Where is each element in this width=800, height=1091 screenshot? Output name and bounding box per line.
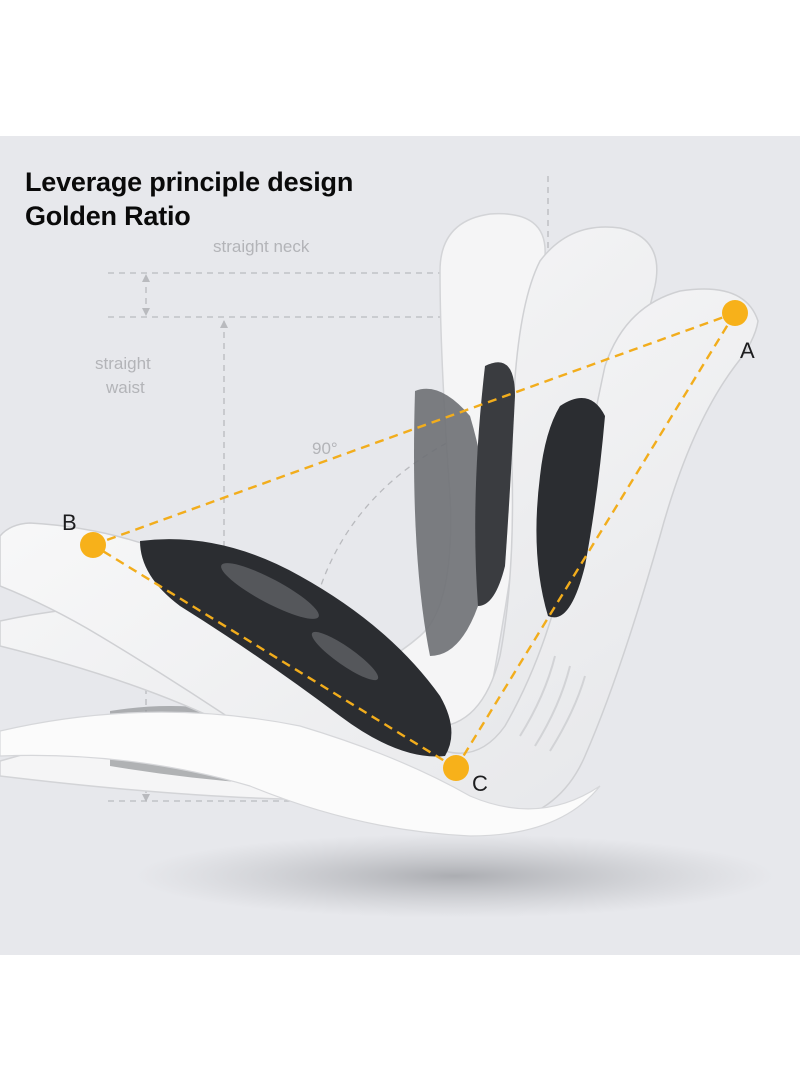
arrow-up-icon: [142, 274, 150, 282]
point-c-marker: [443, 755, 469, 781]
insole-front-arch-pad: [536, 398, 605, 618]
annotation-straight-waist-1: straight: [95, 354, 151, 373]
insole-back-pad: [414, 388, 488, 656]
triangle-edge-ba: [92, 311, 736, 547]
forefoot-ribs: [519, 655, 586, 752]
rib-line: [534, 665, 571, 747]
rib-line: [549, 675, 586, 752]
point-a-label: A: [740, 338, 755, 363]
golden-ratio-triangle: [92, 311, 737, 770]
arrow-down-icon: [142, 794, 150, 802]
triangle-edge-cb: [92, 543, 457, 770]
annotation-straight-neck: straight neck: [213, 237, 310, 256]
guide-arrow-marks: [142, 274, 228, 802]
annotation-90-degrees: 90°: [312, 439, 338, 458]
heel-pad-vent: [311, 631, 379, 681]
point-a-marker: [722, 300, 748, 326]
insole-middle-arch-pad: [475, 362, 515, 606]
annotation-straight-waist-2: waist: [105, 378, 145, 397]
insole-diagram: straight neck straight waist 90° st post: [0, 176, 775, 918]
point-c-label: C: [472, 771, 488, 796]
headline-line-2: Golden Ratio: [25, 201, 191, 231]
arrow-down-icon: [142, 308, 150, 316]
floor-shadow: [135, 834, 775, 918]
insole-front: [0, 288, 759, 837]
point-b-marker: [80, 532, 106, 558]
heel-pad-vent: [221, 563, 319, 619]
rib-line: [519, 655, 556, 737]
headline-line-1: Leverage principle design: [25, 167, 354, 197]
insole-front-rim: [0, 711, 601, 837]
insole-front-heel-pad: [140, 539, 452, 757]
arrow-up-icon: [220, 320, 228, 328]
diagram-panel: straight neck straight waist 90° st post: [0, 136, 800, 955]
point-b-label: B: [62, 510, 77, 535]
